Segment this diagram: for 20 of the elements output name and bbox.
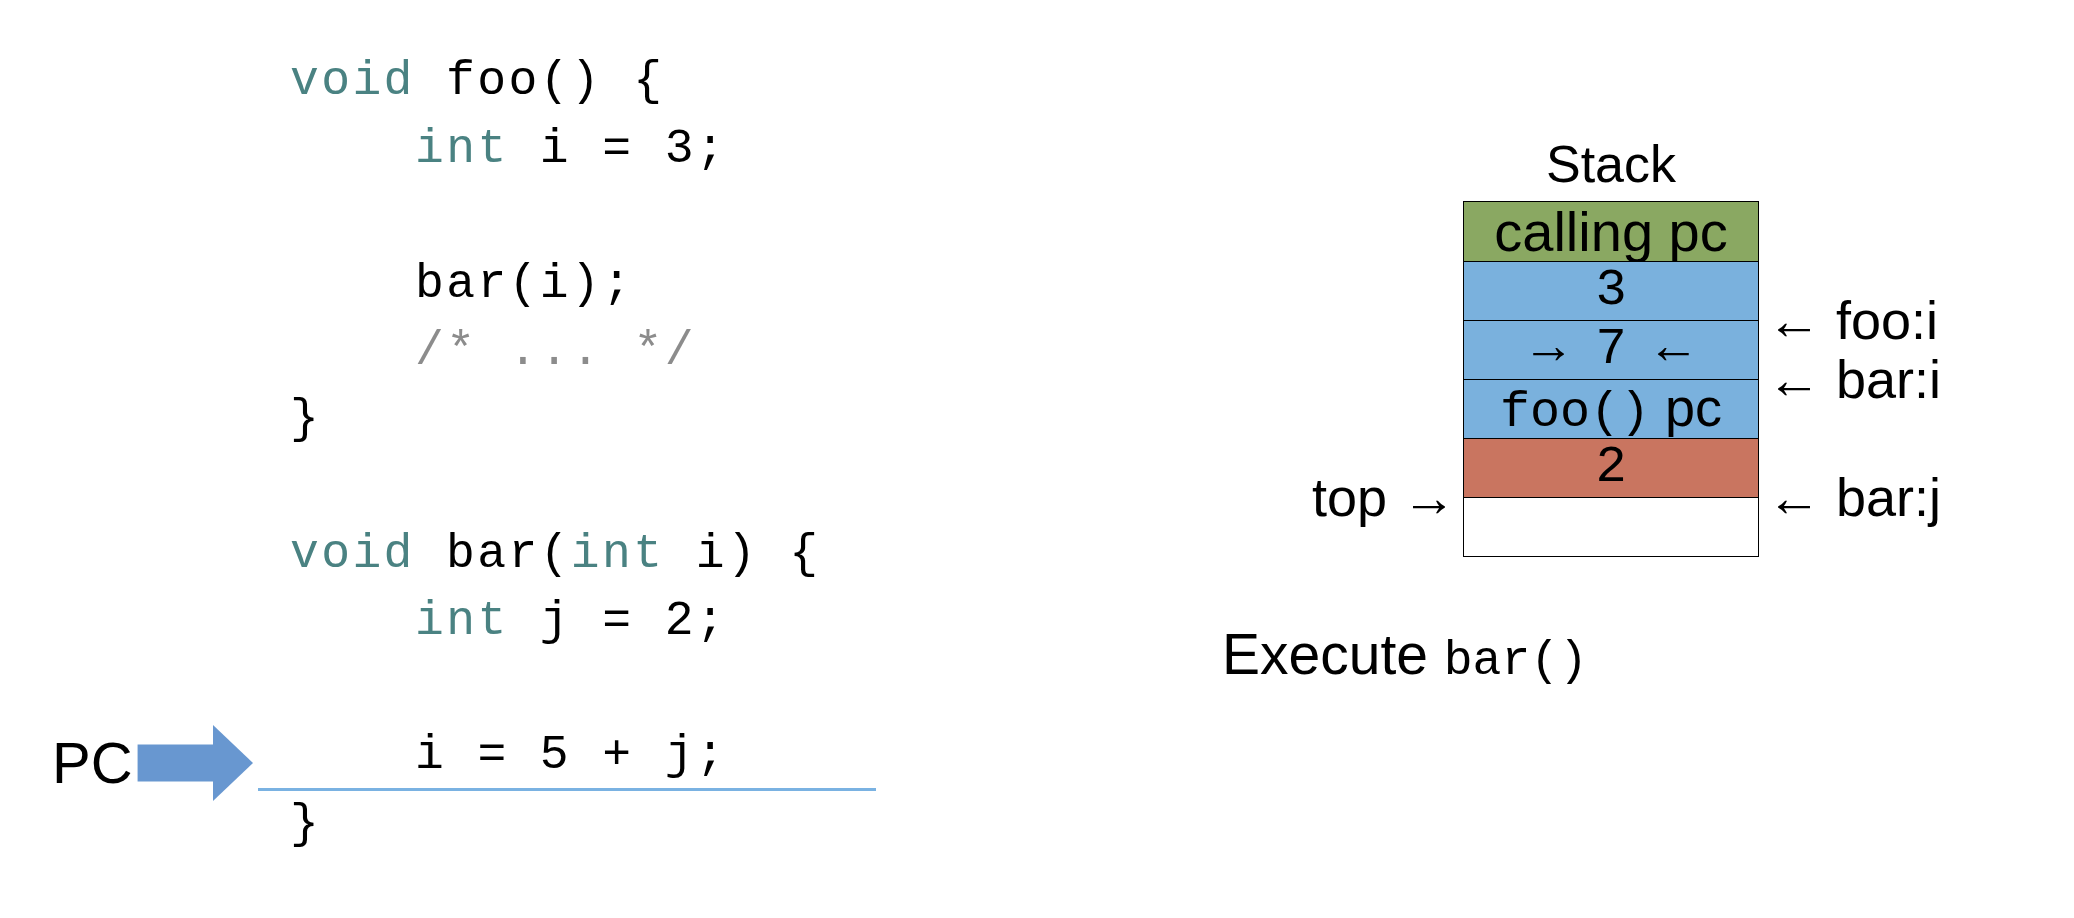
- stack-title: Stack: [1545, 138, 1677, 190]
- pointer-label: ← foo:i: [1767, 293, 1939, 347]
- stack-slot: 3: [1464, 261, 1758, 320]
- code-line: int i = 3;: [415, 121, 728, 177]
- code-line: }: [290, 796, 322, 852]
- stack-slot: 2: [1464, 438, 1758, 497]
- code-line: /* ... */: [415, 324, 696, 380]
- block-arrow: [137, 725, 253, 801]
- pc-label: PC: [52, 734, 133, 792]
- code-line: int j = 2;: [415, 594, 728, 650]
- step-caption: Execute bar(): [1222, 625, 1588, 685]
- stack-slot: foo() pc: [1464, 379, 1758, 438]
- code-line: bar(i);: [415, 256, 634, 312]
- stack-slot: calling pc: [1464, 202, 1758, 261]
- pointer-label: ← bar:i: [1767, 352, 1942, 406]
- code-line: void bar(int i) {: [290, 526, 821, 582]
- code-line: void foo() {: [290, 54, 665, 110]
- highlighted-code-line: i = 5 + j;: [258, 723, 876, 791]
- stack-slot: → 7 ←: [1464, 320, 1758, 379]
- code-line: }: [290, 391, 322, 447]
